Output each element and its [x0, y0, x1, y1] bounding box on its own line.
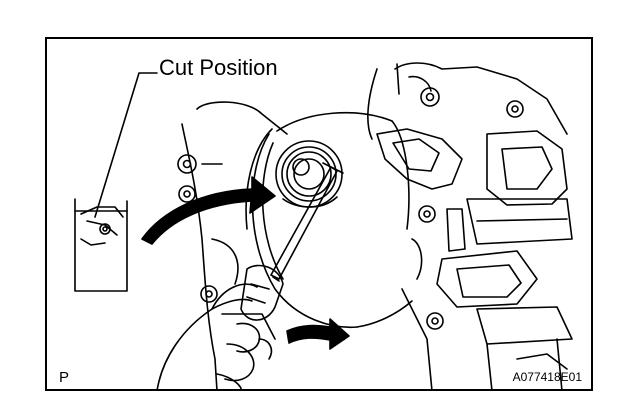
oil-seal — [275, 140, 343, 208]
hand — [156, 283, 273, 389]
callout-leader-line — [94, 72, 158, 218]
right-arrow-icon — [286, 318, 350, 350]
cut-position-inset — [74, 198, 128, 292]
engine-block — [367, 62, 573, 389]
figure-code: A077418E01 — [512, 370, 582, 384]
illustration-frame: Cut Position P A077418E01 — [45, 37, 593, 391]
cut-position-label: Cut Position — [159, 55, 278, 80]
view-letter: P — [59, 369, 70, 386]
oil-seal-removal-drawing — [74, 62, 573, 389]
crank-cover — [251, 111, 413, 329]
timing-cover-outline — [177, 101, 288, 389]
curved-arrow-icon — [141, 176, 276, 245]
